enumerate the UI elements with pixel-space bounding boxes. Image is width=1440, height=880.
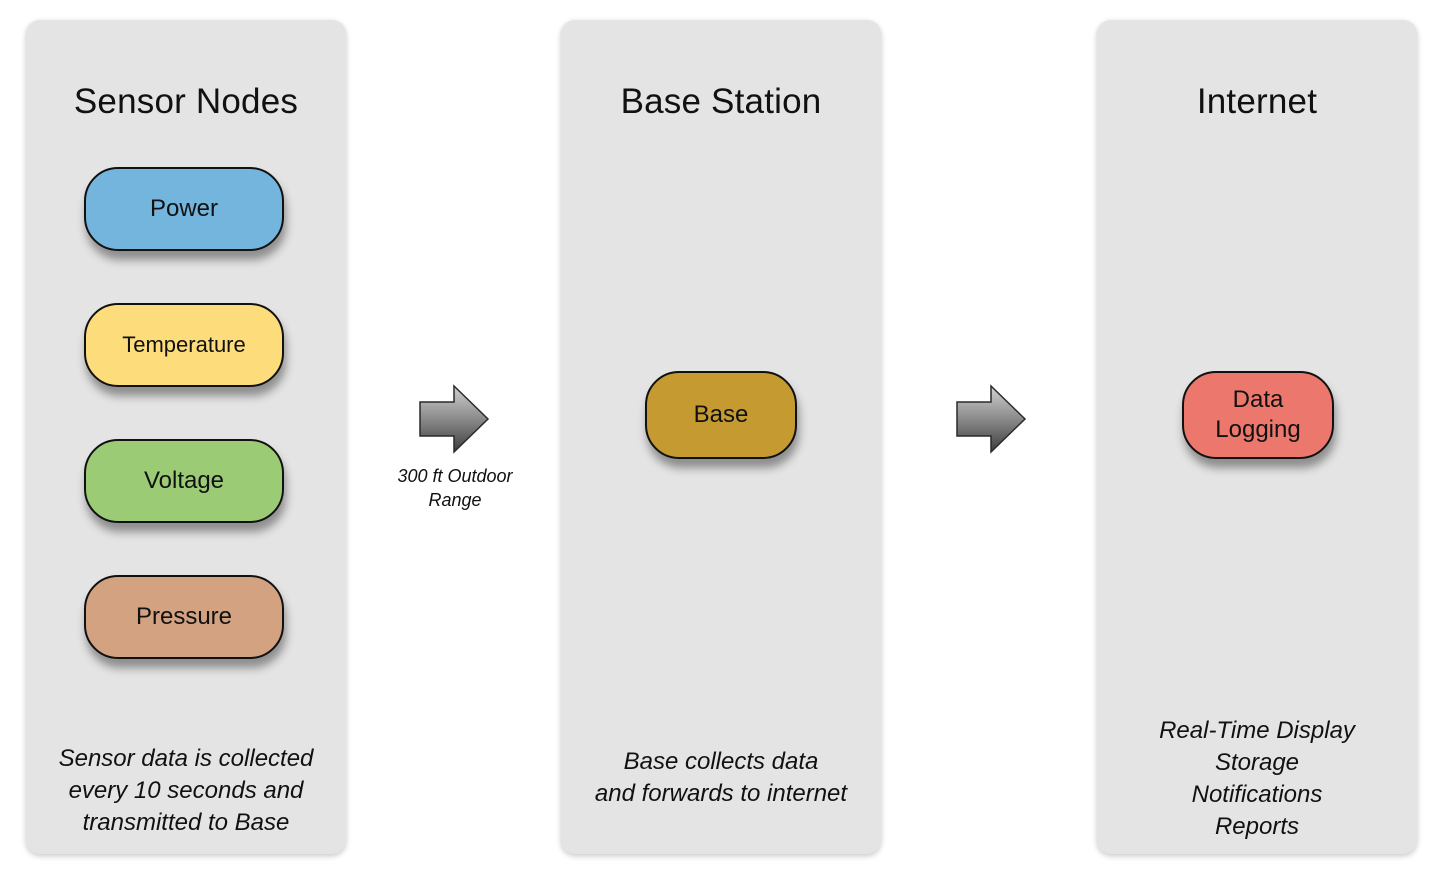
base-station-panel: Base Station Base Base collects data and… <box>561 20 881 854</box>
data-logging-node-label: Data Logging <box>1215 386 1301 443</box>
sensor-nodes-title: Sensor Nodes <box>73 82 299 121</box>
internet-panel: Internet Data Logging Real-Time Display … <box>1097 20 1417 854</box>
pressure-node: Pressure <box>84 575 284 659</box>
voltage-node-label: Voltage <box>143 467 225 494</box>
temperature-node-label: Temperature <box>122 332 246 357</box>
sensor-nodes-panel: Sensor Nodes Power Temperature Voltage P… <box>26 20 346 854</box>
power-node: Power <box>84 167 284 251</box>
sensor-nodes-caption: Sensor data is collected every 10 second… <box>58 745 314 836</box>
base-node-label: Base <box>693 401 749 428</box>
power-node-label: Power <box>149 195 219 222</box>
pressure-node-label: Pressure <box>135 603 233 630</box>
right-arrow-icon <box>956 384 1027 454</box>
range-label: 300 ft Outdoor Range <box>397 466 513 510</box>
voltage-node: Voltage <box>84 439 284 523</box>
temperature-node: Temperature <box>84 303 284 387</box>
base-node: Base <box>645 371 797 459</box>
right-arrow-icon <box>419 384 490 454</box>
data-logging-node: Data Logging <box>1182 371 1334 459</box>
internet-caption: Real-Time Display Storage Notifications … <box>1159 717 1355 840</box>
base-station-title: Base Station <box>620 82 822 121</box>
base-station-caption: Base collects data and forwards to inter… <box>594 748 848 807</box>
internet-title: Internet <box>1196 82 1318 121</box>
